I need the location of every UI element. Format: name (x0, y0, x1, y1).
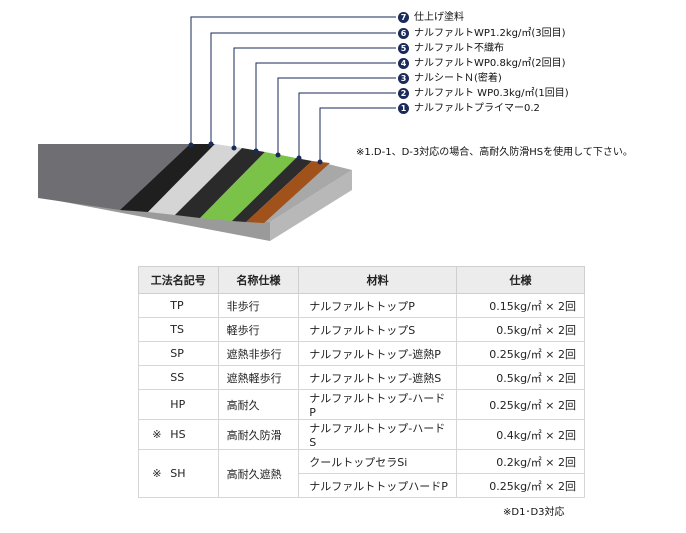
layer-number-badge: 7 (398, 12, 409, 23)
cell-material: ナルファルトトップ-遮熱S (298, 365, 457, 390)
cell-material: クールトップセラSi (298, 449, 457, 474)
cell-material: ナルファルトトップP (298, 293, 457, 318)
cell-code: SP (138, 341, 219, 366)
nonwoven-layer (148, 144, 242, 215)
header-name: 名称仕様 (217, 266, 300, 294)
note-bottom: ※D1･D3対応 (503, 507, 565, 518)
cell-code: TP (138, 293, 219, 318)
leader-lines (190, 16, 396, 162)
cell-name: 非歩行 (217, 293, 300, 318)
layer-number-badge: 5 (398, 43, 409, 54)
header-material: 材料 (298, 266, 457, 294)
layer-label: ナルファルトプライマー0.2 (414, 103, 540, 114)
code-value: SH (170, 467, 186, 480)
layer-number-badge: 3 (398, 73, 409, 84)
code-mark: ※ (152, 428, 162, 441)
wp03-layer (232, 158, 312, 222)
cell-code: ※ SH (138, 449, 219, 498)
code-value: TS (170, 323, 184, 336)
layer-label: ナルファルトWP0.8kg/㎡(2回目) (414, 58, 566, 69)
cell-name: 遮熱非歩行 (217, 341, 300, 366)
cell-material: ナルファルトトップハードP (298, 473, 457, 498)
layer-number-badge: 1 (398, 103, 409, 114)
cell-material: ナルファルトトップ-遮熱P (298, 341, 457, 366)
cell-code: TS (138, 317, 219, 342)
layer-label: ナルファルト不織布 (414, 43, 504, 54)
cell-name: 高耐久 (217, 389, 300, 420)
cell-name: 遮熱軽歩行 (217, 365, 300, 390)
cell-spec: 0.25kg/㎡ × 2回 (455, 473, 586, 498)
black-sheet-layer (120, 144, 215, 212)
green-sheet-layer (200, 152, 296, 221)
cell-spec: 0.4kg/㎡ × 2回 (455, 419, 586, 450)
table-header-row: 工法名記号 名称仕様 材料 仕様 (138, 266, 586, 294)
layer-label: ナルシートＮ(密着) (414, 73, 502, 84)
layer-cross-section-diagram (38, 16, 396, 241)
cell-name: 高耐久防滑 (217, 419, 300, 450)
cell-material: ナルファルトトップ-ハードP (298, 389, 457, 420)
code-value: HS (170, 428, 186, 441)
concrete-side (270, 170, 352, 241)
finish-top-surface (38, 144, 190, 210)
cell-spec: 0.5kg/㎡ × 2回 (455, 365, 586, 390)
cell-spec: 0.2kg/㎡ × 2回 (455, 449, 586, 474)
header-code: 工法名記号 (138, 266, 219, 294)
cell-spec: 0.25kg/㎡ × 2回 (455, 341, 586, 366)
code-mark: ※ (152, 467, 162, 480)
cell-material: ナルファルトトップS (298, 317, 457, 342)
cell-spec: 0.15kg/㎡ × 2回 (455, 293, 586, 318)
code-value: SP (170, 347, 184, 360)
cell-code: SS (138, 365, 219, 390)
cell-name: 高耐久遮熱 (217, 449, 300, 498)
wp08-layer (175, 148, 265, 218)
cell-code: HP (138, 389, 219, 420)
layer-number-badge: 2 (398, 88, 409, 99)
layer-number-badge: 6 (398, 28, 409, 39)
cell-spec: 0.25kg/㎡ × 2回 (455, 389, 586, 420)
cell-name: 軽歩行 (217, 317, 300, 342)
cell-material: ナルファルトトップ-ハードS (298, 419, 457, 450)
code-value: HP (170, 398, 186, 411)
leader-dots (188, 141, 323, 165)
primer-layer (246, 161, 330, 223)
note-top: ※1.D-1、D-3対応の場合、高耐久防滑HSを使用して下さい。 (356, 147, 633, 158)
cell-spec: 0.5kg/㎡ × 2回 (455, 317, 586, 342)
cell-code: ※ HS (138, 419, 219, 450)
layer-label: ナルファルト WP0.3kg/㎡(1回目) (414, 88, 569, 99)
header-spec: 仕様 (455, 266, 586, 294)
layer-label: ナルファルトWP1.2kg/㎡(3回目) (414, 28, 566, 39)
code-value: SS (170, 371, 185, 384)
layer-number-badge: 4 (398, 58, 409, 69)
code-value: TP (170, 299, 184, 312)
layer-label: 仕上げ塗料 (414, 12, 464, 23)
